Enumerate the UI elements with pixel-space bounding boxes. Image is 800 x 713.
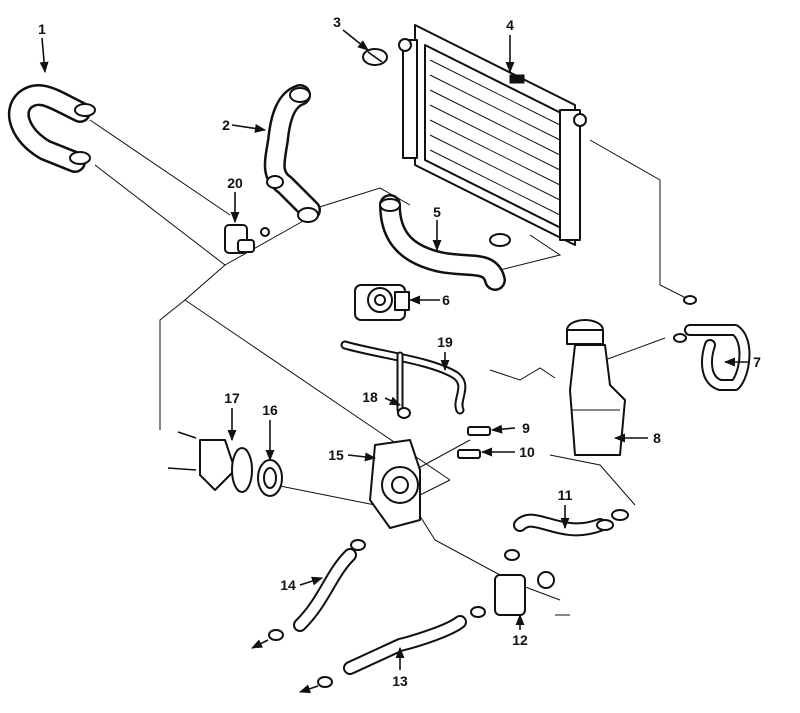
water-pump-housing [369,439,421,529]
callout-2: 2 [222,117,230,133]
coolant-control-valve [224,224,270,254]
callout-9: 9 [522,420,530,436]
callout-15: 15 [328,447,344,463]
callout-14: 14 [280,577,296,593]
hose-clamp [362,48,388,66]
heater-hose-upper [250,539,366,649]
callout-labels: 1 2 3 4 5 6 7 8 9 10 11 12 13 14 15 16 1… [38,14,761,689]
throttle-body [354,284,410,321]
coolant-reservoir [566,319,626,456]
thermostat [257,459,283,497]
callout-5: 5 [433,204,441,220]
callout-8: 8 [653,430,661,446]
water-outlet [494,549,570,616]
heater-hose-lower [298,606,486,694]
callout-4: 4 [506,17,514,33]
thermostat-housing [167,431,253,493]
callout-20: 20 [227,175,243,191]
routing-lines [89,119,691,601]
callout-19: 19 [437,334,453,350]
temperature-sender [457,426,491,459]
radiator-inlet-hose [263,84,321,223]
lower-radiator-hose [379,194,511,291]
callout-13: 13 [392,673,408,689]
upper-radiator-hose [7,84,96,173]
callout-18: 18 [362,389,378,405]
callout-leaders [39,29,750,670]
callout-12: 12 [512,632,528,648]
radiator [398,24,587,246]
callout-6: 6 [442,292,450,308]
callout-17: 17 [224,390,240,406]
bypass-hose [513,509,629,537]
callout-16: 16 [262,402,278,418]
callout-7: 7 [753,354,761,370]
callout-10: 10 [519,444,535,460]
reservoir-hose [673,295,751,391]
callout-11: 11 [558,487,573,503]
callout-1: 1 [38,21,46,37]
callout-3: 3 [333,14,341,30]
